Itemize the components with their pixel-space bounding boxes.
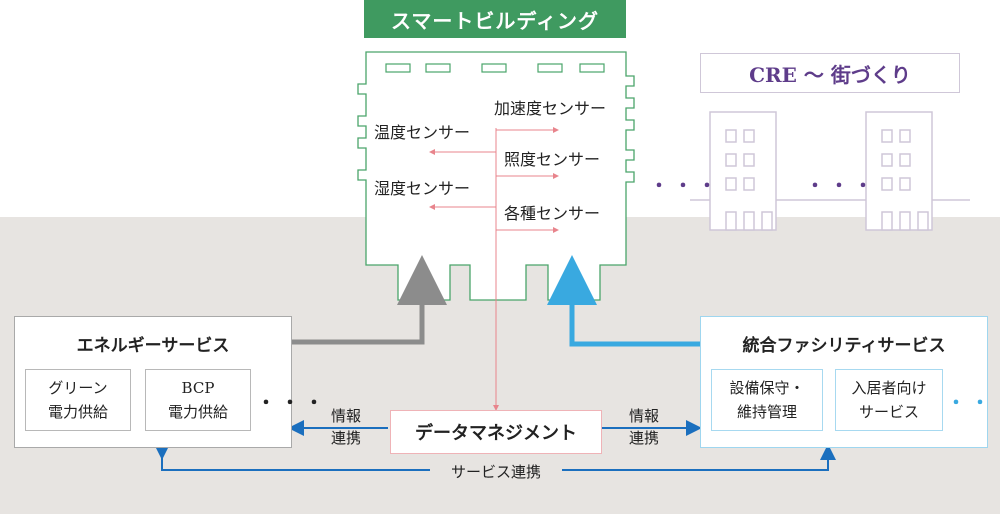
maintenance-box: 設備保守・ 維持管理 — [711, 369, 823, 431]
facility-to-building-arrow — [547, 255, 700, 347]
roof-window — [385, 63, 411, 73]
city-building-icon — [709, 111, 777, 231]
bcp-power-box: BCP 電力供給 — [145, 369, 251, 431]
info-link-right-label: 情報 連携 — [628, 407, 659, 447]
info-link-left-label: 情報 連携 — [330, 407, 361, 447]
facility-more-ellipsis: ・・・ — [947, 393, 1000, 414]
facility-services-panel: 統合ファシリティサービス 設備保守・ 維持管理 入居者向け サービス ・・・ — [700, 316, 1000, 448]
city-ellipsis-2: ・・・ — [806, 176, 878, 197]
data-management-box: データマネジメント — [390, 410, 602, 454]
acceleration-sensor-label: 加速度センサー — [494, 99, 607, 118]
service-link-label: サービス連携 — [430, 459, 562, 483]
energy-to-building-arrow — [292, 255, 447, 345]
smart-building-title: スマートビルディング — [364, 0, 626, 38]
energy-services-title: エネルギーサービス — [76, 336, 230, 356]
various-sensor-label: 各種センサー — [504, 204, 601, 223]
roof-window — [537, 63, 563, 73]
energy-more-ellipsis: ・・・ — [257, 393, 329, 414]
cre-city-label: CRE 〜 街づくり — [700, 53, 960, 93]
city-building-icon — [865, 111, 933, 231]
temperature-sensor-label: 温度センサー — [374, 123, 471, 142]
tenant-services-box: 入居者向け サービス — [835, 369, 943, 431]
facility-services-title: 統合ファシリティサービス — [742, 336, 946, 356]
humidity-sensor-label: 湿度センサー — [374, 179, 471, 198]
roof-window — [425, 63, 451, 73]
energy-services-panel: エネルギーサービス グリーン 電力供給 BCP 電力供給 ・・・ — [14, 316, 323, 448]
roof-window — [481, 63, 507, 73]
city-ellipsis-1: ・・・ — [650, 176, 722, 197]
illuminance-sensor-label: 照度センサー — [504, 150, 601, 169]
green-power-box: グリーン 電力供給 — [25, 369, 131, 431]
roof-window — [579, 63, 605, 73]
